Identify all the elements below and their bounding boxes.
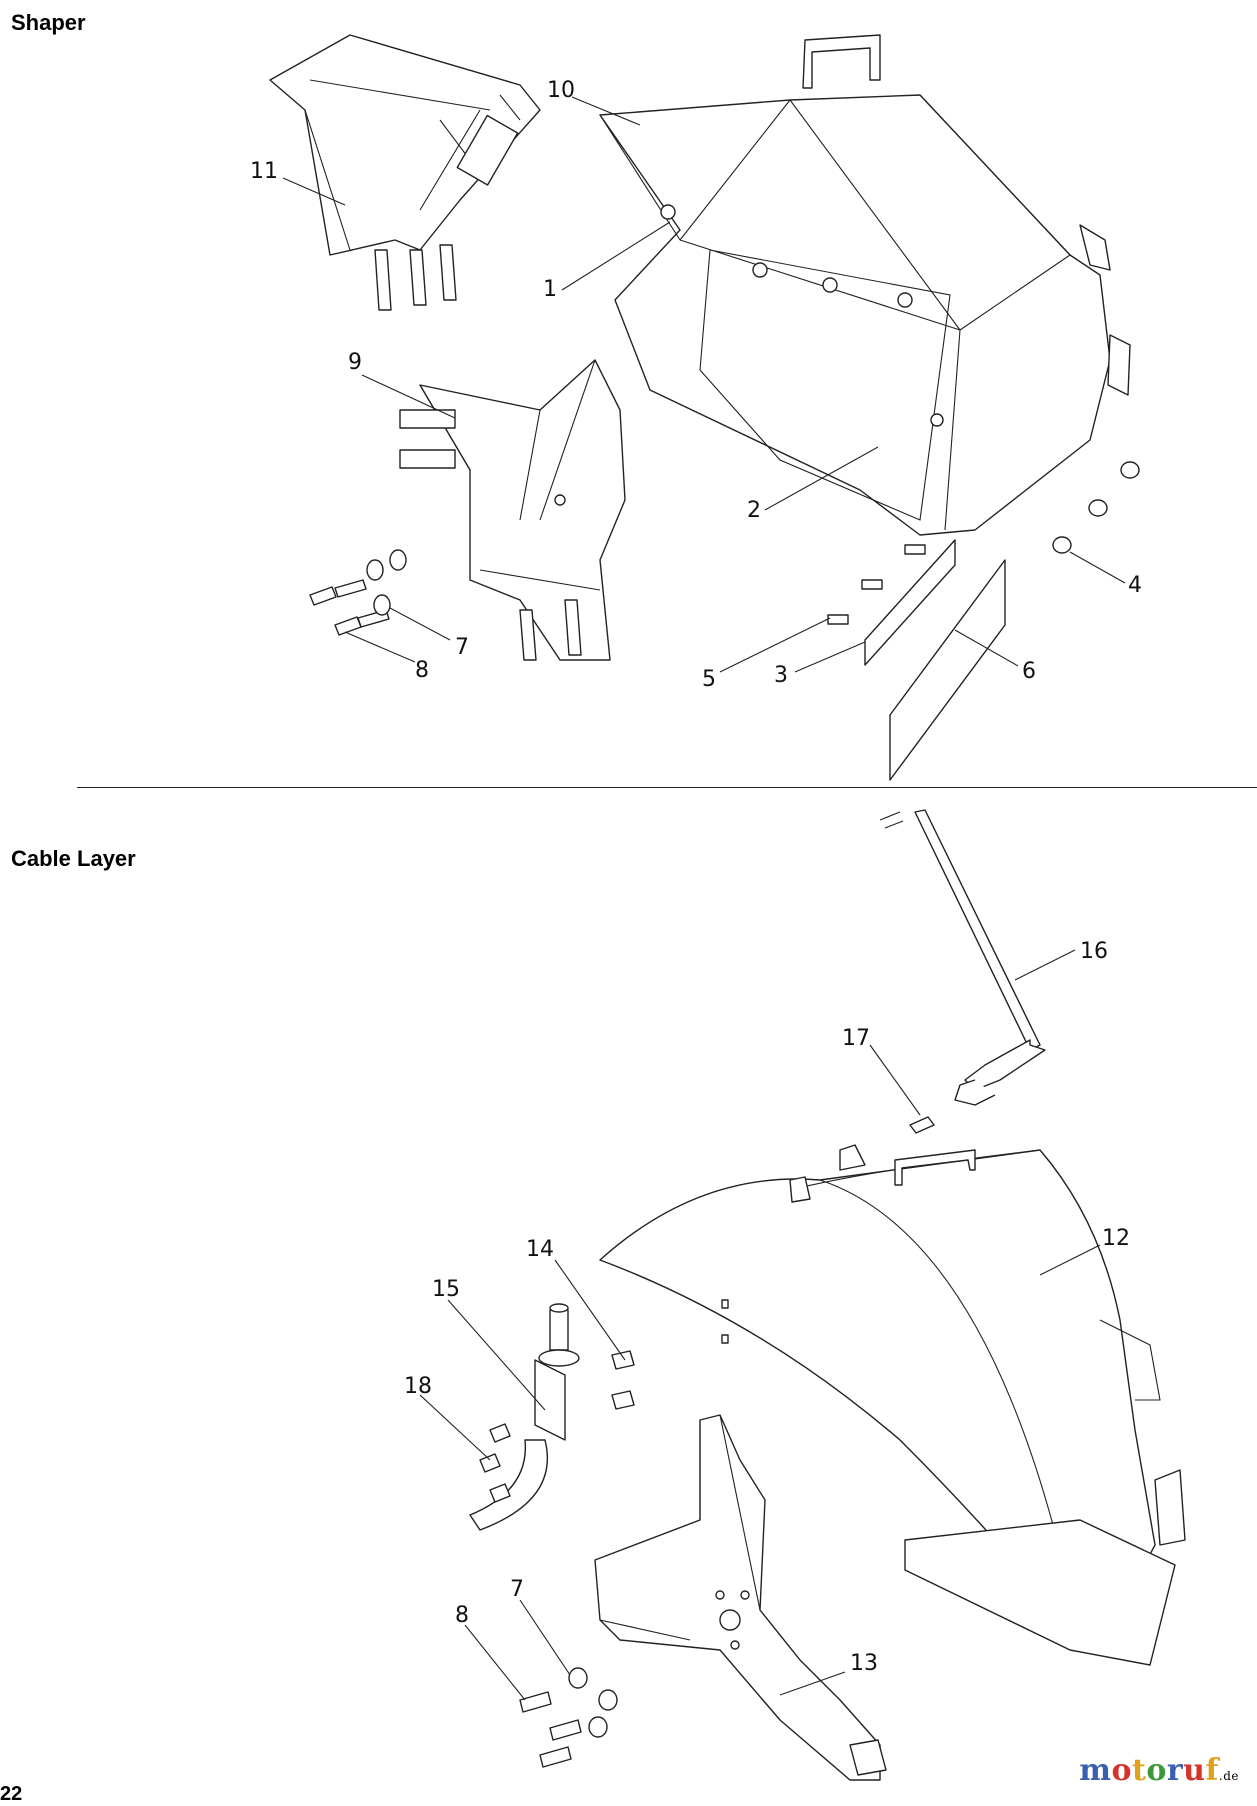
brand-watermark: motoruf.de xyxy=(1079,1753,1239,1788)
watermark-letter: t xyxy=(1131,1753,1147,1788)
callout-11: 11 xyxy=(250,159,278,184)
callout-7-cable: 7 xyxy=(510,1577,524,1602)
part-17-shape xyxy=(469,1303,580,1531)
shaper-hardware-7-8 xyxy=(309,549,407,636)
callout-2: 2 xyxy=(747,498,761,523)
part-10-shape xyxy=(599,34,1131,536)
callout-7: 7 xyxy=(455,635,469,660)
callout-4: 4 xyxy=(1128,573,1142,598)
callout-8: 8 xyxy=(415,658,429,683)
watermark-letter: r xyxy=(1166,1753,1184,1788)
part-16-shape xyxy=(611,1350,635,1410)
part-12-shape xyxy=(599,1144,1186,1666)
section-title-cable-layer: Cable Layer xyxy=(11,846,136,871)
callout-1: 1 xyxy=(543,277,557,302)
part-9-shape xyxy=(399,359,626,661)
part-13-shape xyxy=(594,1414,887,1781)
callout-10: 10 xyxy=(547,78,575,103)
watermark-letter: f xyxy=(1205,1753,1219,1788)
part-15-shape xyxy=(909,1116,935,1134)
watermark-letter: m xyxy=(1079,1753,1112,1788)
shaper-hardware-3-4-5-6 xyxy=(827,461,1140,781)
callout-15: 17 xyxy=(842,1026,870,1051)
watermark-letter: o xyxy=(1111,1753,1132,1788)
part-18-shape xyxy=(479,1423,511,1503)
cable-leaders xyxy=(419,949,1101,1701)
cable-hardware-7-8 xyxy=(519,1667,618,1768)
watermark-letter: u xyxy=(1183,1753,1206,1788)
callout-9: 9 xyxy=(348,350,362,375)
part-11-shape xyxy=(269,34,541,311)
watermark-letter: o xyxy=(1146,1753,1167,1788)
page-number: 22 xyxy=(0,1783,23,1805)
callout-14: 16 xyxy=(1080,939,1108,964)
section-divider xyxy=(77,787,1257,788)
part-14-shape xyxy=(879,809,1046,1106)
callout-16: 14 xyxy=(526,1237,554,1262)
section-title-shaper: Shaper xyxy=(11,10,86,35)
callout-18: 18 xyxy=(404,1374,432,1399)
shaper-leaders xyxy=(282,96,1126,673)
callout-5: 5 xyxy=(702,667,716,692)
callout-13: 13 xyxy=(850,1651,878,1676)
callout-6: 6 xyxy=(1022,659,1036,684)
callout-12: 12 xyxy=(1102,1226,1130,1251)
watermark-suffix: .de xyxy=(1218,1769,1239,1783)
callout-3: 3 xyxy=(774,663,788,688)
callout-8-cable: 8 xyxy=(455,1603,469,1628)
callout-17: 15 xyxy=(432,1277,460,1302)
